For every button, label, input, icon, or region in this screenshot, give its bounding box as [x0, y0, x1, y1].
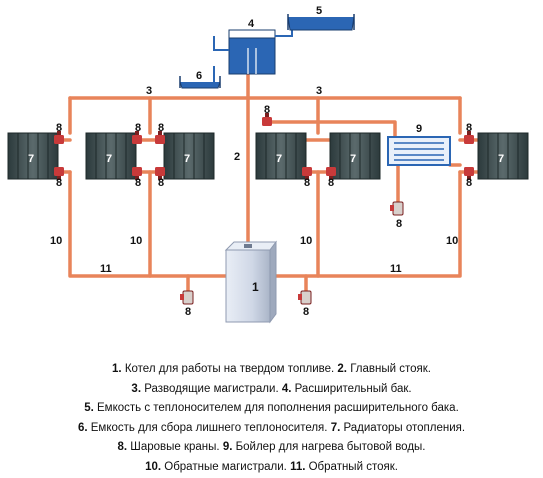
legend-line: 5. Емкость с теплоносителем для пополнен…	[0, 399, 543, 419]
label-return-riser-right: 11	[390, 263, 402, 275]
label-valve: 8	[135, 177, 141, 189]
legend-number: 3.	[131, 382, 142, 395]
label-radiator-1: 7	[28, 153, 34, 165]
legend-text: Расширительный бак.	[291, 382, 412, 395]
water-heater	[387, 136, 451, 166]
label-valve: 8	[396, 218, 402, 230]
boiler	[224, 240, 277, 324]
valve-icon	[132, 131, 142, 144]
label-valve: 8	[304, 177, 310, 189]
label-valve: 8	[303, 306, 309, 318]
label-radiator-2: 7	[106, 153, 112, 165]
valve-icon	[54, 167, 64, 180]
legend-number: 11.	[290, 460, 306, 473]
legend-line: 6. Емкость для сбора лишнего теплоносите…	[0, 419, 543, 439]
legend-text: Котел для работы на твердом топливе.	[121, 363, 338, 375]
label-return-riser-left: 11	[100, 263, 112, 275]
valve-icon	[262, 113, 272, 126]
legend-number: 1.	[112, 363, 122, 375]
label-radiator-5: 7	[350, 153, 356, 165]
legend-text: Обратный стояк.	[305, 460, 398, 473]
label-boiler: 1	[252, 280, 259, 294]
label-riser: 2	[234, 151, 240, 163]
legend-number: 10.	[145, 460, 162, 473]
label-valve: 8	[328, 177, 334, 189]
label-valve: 8	[185, 306, 191, 318]
label-water-heater: 9	[416, 123, 422, 135]
label-valve: 8	[466, 122, 472, 134]
label-supply-vessel: 5	[316, 5, 322, 17]
overflow-vessel	[179, 66, 221, 89]
valve-icon	[132, 167, 142, 180]
ball-valves	[54, 113, 474, 305]
valve-icon	[326, 167, 336, 180]
radiator-4	[255, 132, 307, 180]
label-radiator-3: 7	[184, 153, 190, 165]
legend-number: 7.	[330, 421, 341, 434]
valve-icon	[464, 167, 474, 180]
legend-text: Главный стояк.	[347, 363, 431, 375]
radiator-6	[477, 132, 529, 180]
legend-text: Емкость с теплоносителем для пополнения …	[93, 402, 459, 414]
label-valve: 8	[135, 122, 141, 134]
legend-number: 5.	[84, 402, 94, 414]
label-valve: 8	[264, 104, 270, 116]
radiator-2	[85, 132, 137, 180]
legend-text: Шаровые краны.	[127, 441, 223, 453]
supply-vessel	[287, 14, 355, 31]
legend-line: 3. Разводящие магистрали. 4. Расширитель…	[0, 380, 543, 400]
label-valve: 8	[158, 177, 164, 189]
diagram-labels: 1 2 3 3 4 5 6 7 7 7 7 7 7 8 8 8 8 8 8 8 …	[28, 5, 504, 318]
label-return-main-4: 10	[446, 235, 458, 247]
legend-text: Разводящие магистрали.	[141, 382, 282, 395]
valve-icon	[302, 167, 312, 180]
radiator-5	[329, 132, 381, 180]
legend-text: Радиаторы отопления.	[340, 421, 466, 434]
label-return-main-2: 10	[130, 235, 142, 247]
heating-system-diagram: 1 2 3 3 4 5 6 7 7 7 7 7 7 8 8 8 8 8 8 8 …	[7, 5, 529, 324]
legend-line: 10. Обратные магистрали. 11. Обратный ст…	[0, 458, 543, 478]
legend-line: 8. Шаровые краны. 9. Бойлер для нагрева …	[0, 438, 543, 458]
return-branch-right-2	[272, 170, 462, 278]
label-expansion-tank: 4	[248, 18, 255, 30]
expansion-tank	[213, 20, 306, 75]
drain-valve-icon	[298, 290, 312, 305]
valve-icon	[155, 131, 165, 144]
drain-valve-icon	[390, 201, 404, 216]
label-mains-left: 3	[146, 85, 152, 97]
valve-icon	[155, 167, 165, 180]
label-radiator-4: 7	[276, 153, 282, 165]
legend-number: 2.	[337, 363, 347, 375]
drain-valve-icon	[180, 290, 194, 305]
legend-text: Емкость для сбора лишнего теплоносителя.	[87, 421, 331, 434]
legend-text: Бойлер для нагрева бытовой воды.	[232, 441, 426, 453]
label-mains-right: 3	[316, 85, 322, 97]
legend-text: Обратные магистрали.	[161, 460, 291, 473]
label-return-main-3: 10	[300, 235, 312, 247]
label-valve: 8	[56, 122, 62, 134]
legend-line: 1. Котел для работы на твердом топливе. …	[0, 360, 543, 380]
radiator-3	[163, 132, 215, 180]
heater-supply-pipe	[264, 120, 397, 140]
label-valve: 8	[466, 177, 472, 189]
valve-icon	[464, 131, 474, 144]
legend-number: 9.	[222, 441, 233, 453]
valve-icon	[54, 131, 64, 144]
label-valve: 8	[56, 177, 62, 189]
return-branch-left-1	[68, 170, 228, 278]
label-return-main-1: 10	[50, 235, 62, 247]
label-valve: 8	[158, 122, 164, 134]
label-overflow-vessel: 6	[196, 70, 202, 82]
radiator-1	[7, 132, 59, 180]
legend-number: 4.	[281, 382, 292, 395]
legend: 1. Котел для работы на твердом топливе. …	[0, 360, 543, 477]
legend-number: 8.	[117, 441, 128, 453]
legend-number: 6.	[77, 421, 88, 434]
label-radiator-6: 7	[498, 153, 504, 165]
